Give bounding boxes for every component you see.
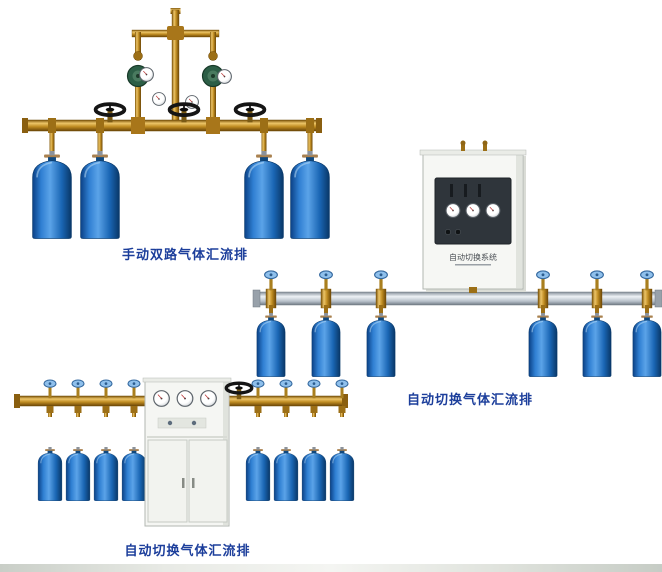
gas-cylinder	[632, 312, 662, 378]
product-caption-manual-dual: 手动双路气体汇流排	[121, 248, 248, 263]
gas-cylinder	[582, 312, 612, 378]
cabinet-gauge	[485, 203, 501, 218]
gas-cylinder	[244, 445, 272, 502]
cabinet-gauge	[445, 203, 461, 218]
gas-cylinder	[92, 445, 120, 502]
cabinet-gauge	[200, 390, 217, 407]
cylinder-stems	[46, 406, 346, 417]
product-photo-auto-switch-2	[12, 377, 357, 542]
valve-handwheel-blue	[535, 270, 551, 292]
gas-cylinder	[328, 445, 356, 502]
gas-cylinder	[366, 312, 396, 378]
pressure-gauge	[217, 69, 232, 84]
product-caption-auto-switch: 自动切换气体汇流排	[406, 393, 533, 408]
valve-handwheel-blue	[71, 379, 85, 399]
pressure-gauge	[152, 92, 166, 106]
pressure-gauge	[139, 67, 154, 82]
cabinet-gauge	[176, 390, 194, 407]
valve-handwheel-blue	[373, 270, 389, 292]
gas-cylinder	[300, 445, 328, 502]
valve-handwheel-blue	[307, 379, 321, 399]
control-cabinet: 自动切换系统	[419, 140, 527, 293]
control-cabinet	[142, 377, 232, 527]
gas-cylinder	[272, 445, 300, 502]
supply-pipework	[131, 8, 220, 125]
gas-cylinder	[256, 312, 286, 378]
cabinet-gauge	[153, 390, 170, 407]
valve-handwheel-blue	[99, 379, 113, 399]
gas-cylinder	[311, 312, 341, 378]
gas-cylinder	[36, 445, 64, 502]
product-photo-manual-dual	[12, 6, 332, 244]
gas-cylinder	[528, 312, 558, 378]
auto-switch-manifold-illustration: 自动切换系统	[252, 140, 662, 378]
manifold-header-pipe	[22, 117, 322, 134]
gas-cylinder	[64, 445, 92, 502]
gas-cylinder	[120, 445, 148, 502]
auto-switch-manifold-2-illustration	[14, 377, 356, 527]
manual-dual-manifold-illustration	[22, 8, 331, 240]
cylinder-stems	[269, 305, 649, 314]
gas-cylinder	[79, 150, 121, 240]
cabinet-gauge	[465, 203, 481, 218]
valve-handwheel-blue	[279, 379, 293, 399]
cabinet-label: 自动切换系统	[449, 252, 497, 262]
product-caption-auto-switch-2: 自动切换气体汇流排	[124, 544, 251, 559]
product-photo-auto-switch: 自动切换系统	[252, 140, 662, 388]
cropped-next-image-strip	[0, 564, 662, 572]
gas-cylinder	[31, 150, 73, 240]
valve-handwheel-blue	[251, 379, 265, 399]
valve-handwheel-blue	[263, 270, 279, 292]
cylinder-connections	[48, 118, 314, 153]
valve-handwheel-blue	[639, 270, 655, 292]
valve-handwheel-blue	[318, 270, 334, 292]
valve-handwheel-blue	[589, 270, 605, 292]
valve-handwheel-blue	[127, 379, 141, 399]
valve-handwheel-blue	[43, 379, 57, 399]
